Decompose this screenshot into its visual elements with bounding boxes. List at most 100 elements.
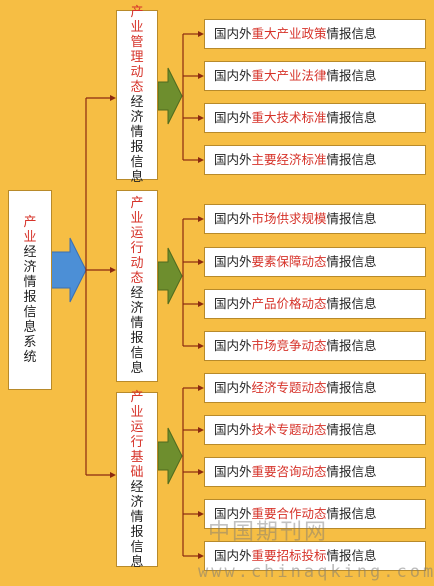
leaf-node: 国内外产品价格动态情报信息: [204, 289, 426, 319]
group-char: 信: [130, 155, 144, 170]
leaf-node: 国内外重大产业政策情报信息: [204, 19, 426, 49]
root-char: 济: [23, 260, 37, 275]
leaf-highlight: 技术专题动态: [251, 422, 327, 437]
group-char: 济: [130, 301, 144, 316]
leaf-prefix: 国内外: [214, 422, 252, 437]
root-arrow: [49, 237, 87, 303]
group-char: 业: [130, 20, 144, 35]
leaf-suffix: 情报信息: [326, 464, 377, 479]
leaf-prefix: 国内外: [214, 506, 252, 521]
leaf-suffix: 情报信息: [326, 254, 377, 269]
leaf-highlight: 重要咨询动态: [251, 464, 327, 479]
root-char: 业: [23, 230, 37, 245]
leaf-prefix: 国内外: [214, 68, 252, 83]
group-char: 息: [130, 554, 144, 570]
group-char: 经: [130, 479, 144, 495]
leaf-prefix: 国内外: [214, 548, 252, 563]
group-char: 态: [130, 271, 144, 286]
leaf-highlight: 市场供求规模: [251, 211, 327, 226]
root-char: 统: [23, 350, 37, 365]
group-char: 报: [130, 331, 144, 346]
root-char: 情: [23, 275, 37, 290]
leaf-highlight: 市场竞争动态: [251, 338, 327, 353]
watermark-title: 中国期刊网: [208, 520, 329, 545]
root-char: 信: [23, 305, 37, 320]
leaf-highlight: 经济专题动态: [251, 380, 327, 395]
group-char: 础: [130, 464, 144, 480]
leaf-highlight: 重要招标投标: [251, 548, 327, 563]
group-char: 理: [130, 50, 144, 65]
leaf-suffix: 情报信息: [326, 338, 377, 353]
leaf-prefix: 国内外: [214, 152, 252, 167]
group-char: 行: [130, 241, 144, 256]
group-char: 运: [130, 226, 144, 241]
leaf-node: 国内外市场竞争动态情报信息: [204, 331, 426, 361]
leaf-prefix: 国内外: [214, 254, 252, 269]
group-char: 信: [130, 346, 144, 361]
leaf-highlight: 要素保障动态: [251, 254, 327, 269]
leaf-prefix: 国内外: [214, 211, 252, 226]
leaf-node: 国内外市场供求规模情报信息: [204, 204, 426, 234]
leaf-prefix: 国内外: [214, 338, 252, 353]
root-node: 产 业 经 济 情 报 信 息 系 统: [8, 190, 52, 390]
group-char: 济: [130, 494, 144, 510]
group-node-operation: 产 业 运 行 动 态 经 济 情 报 信 息: [116, 190, 158, 382]
root-char: 报: [23, 290, 37, 305]
leaf-highlight: 重大产业政策: [251, 26, 327, 41]
leaf-highlight: 主要经济标准: [251, 152, 327, 167]
leaf-suffix: 情报信息: [326, 211, 377, 226]
root-char: 产: [23, 215, 37, 230]
leaf-suffix: 情报信息: [326, 506, 377, 521]
leaf-suffix: 情报信息: [326, 548, 377, 563]
group-char: 动: [130, 65, 144, 80]
leaf-node: 国内外要素保障动态情报信息: [204, 247, 426, 277]
group-char: 动: [130, 256, 144, 271]
group-char: 经: [130, 95, 144, 110]
leaf-highlight: 重大产业法律: [251, 68, 327, 83]
group-char: 济: [130, 110, 144, 125]
leaf-suffix: 情报信息: [326, 296, 377, 311]
leaf-node: 国内外主要经济标准情报信息: [204, 145, 426, 175]
leaf-prefix: 国内外: [214, 380, 252, 395]
leaf-suffix: 情报信息: [326, 26, 377, 41]
group-char: 情: [130, 509, 144, 525]
group-char: 息: [130, 170, 144, 185]
leaf-suffix: 情报信息: [326, 152, 377, 167]
leaf-highlight: 重要合作动态: [251, 506, 327, 521]
root-char: 经: [23, 245, 37, 260]
leaf-highlight: 重大技术标准: [251, 110, 327, 125]
leaf-highlight: 产品价格动态: [251, 296, 327, 311]
group-node-management: 产 业 管 理 动 态 经 济 情 报 信 息: [116, 5, 158, 185]
group-char: 情: [130, 316, 144, 331]
leaf-suffix: 情报信息: [326, 422, 377, 437]
leaf-suffix: 情报信息: [326, 380, 377, 395]
group-char: 管: [130, 35, 144, 50]
group-char: 行: [130, 434, 144, 450]
group-char: 情: [130, 125, 144, 140]
leaf-node: 国内外重大技术标准情报信息: [204, 103, 426, 133]
group-char: 报: [130, 140, 144, 155]
group-char: 基: [130, 449, 144, 465]
watermark-url: www.chinaqking.com: [198, 562, 434, 582]
leaf-suffix: 情报信息: [326, 110, 377, 125]
group-char: 信: [130, 539, 144, 555]
leaf-node: 国内外重要合作动态情报信息: [204, 499, 426, 529]
group3-arrow: [157, 427, 183, 485]
group-char: 经: [130, 286, 144, 301]
group1-arrow: [157, 67, 183, 125]
leaf-node: 国内外重要咨询动态情报信息: [204, 457, 426, 487]
leaf-node: 国内外技术专题动态情报信息: [204, 415, 426, 445]
group-char: 产: [130, 389, 144, 405]
group-node-foundation: 产 业 运 行 基 础 经 济 情 报 信 息: [116, 389, 158, 570]
leaf-node: 国内外经济专题动态情报信息: [204, 373, 426, 403]
group-char: 运: [130, 419, 144, 435]
group-char: 息: [130, 361, 144, 376]
leaf-prefix: 国内外: [214, 464, 252, 479]
leaf-prefix: 国内外: [214, 26, 252, 41]
leaf-prefix: 国内外: [214, 296, 252, 311]
group-char: 业: [130, 404, 144, 420]
leaf-prefix: 国内外: [214, 110, 252, 125]
root-char: 息: [23, 320, 37, 335]
